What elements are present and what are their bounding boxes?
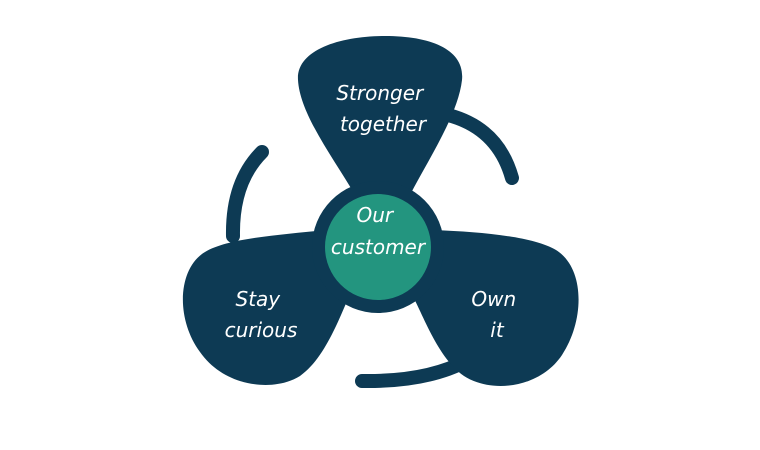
center-label: Our customer xyxy=(331,203,427,259)
blade-right-line1: Own xyxy=(471,287,516,311)
blade-right-label: Own it xyxy=(471,287,522,342)
blade-left-line1: Stay xyxy=(236,287,282,311)
blade-right-line2: it xyxy=(490,318,505,342)
blade-top xyxy=(297,36,463,195)
center-circle xyxy=(325,194,431,300)
blade-top-line1: Stronger xyxy=(336,81,425,105)
blade-top-line2: together xyxy=(340,112,428,136)
blade-left xyxy=(182,230,355,385)
center-line2: customer xyxy=(331,235,427,259)
arc-left xyxy=(225,145,269,243)
arc-top-right xyxy=(441,108,519,185)
blade-left-label: Stay curious xyxy=(225,287,298,342)
blade-left-line2: curious xyxy=(225,318,298,342)
center-line1: Our xyxy=(357,203,395,227)
blade-right xyxy=(408,230,579,386)
blade-top-label: Stronger together xyxy=(336,81,429,136)
